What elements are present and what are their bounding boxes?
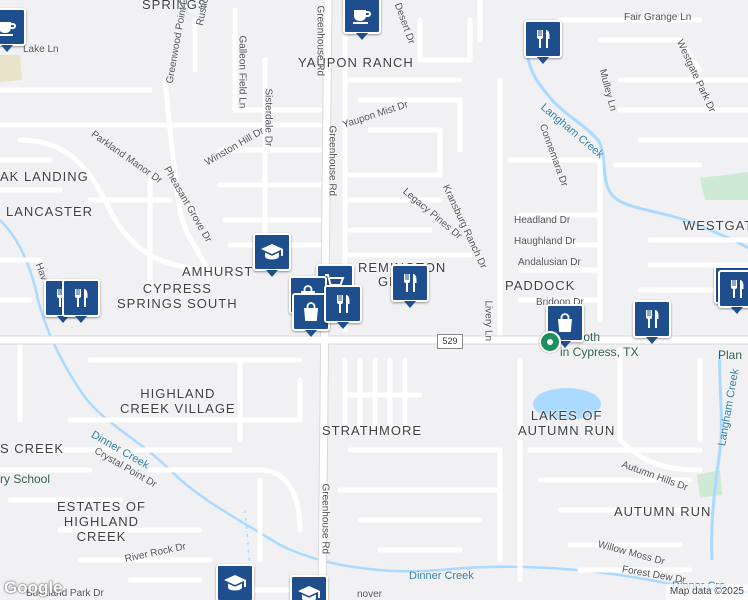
restaurant-icon <box>640 307 664 331</box>
street-label-buckland-park-dr: Buckland Park Dr <box>26 588 104 599</box>
place-label-school[interactable]: ry School <box>0 472 51 486</box>
marker-restaurant-center[interactable] <box>324 285 362 329</box>
marker-cafe-top-left[interactable] <box>0 8 26 52</box>
area-label-springs: SPRINGS <box>142 0 208 12</box>
area-label-autumn-run: AUTUMN RUN <box>614 504 712 519</box>
street-label-greenhouse-rd-mid: Greenhouse Rd <box>326 125 338 197</box>
street-label-galleon-field-ln: Galleon Field Ln <box>236 35 248 109</box>
area-label-lakes-of-autumn-run: LAKES OF AUTUMN RUN <box>518 408 616 438</box>
street-label-greenhouse-rd-bottom: Greenhouse Rd <box>319 483 331 555</box>
street-label-gordover: nover <box>357 589 383 600</box>
area-label-oak-landing: AK LANDING <box>0 169 89 184</box>
area-label-lancaster: LANCASTER <box>6 204 94 219</box>
marker-school-bottom-2[interactable] <box>290 575 328 600</box>
marker-cafe-top[interactable] <box>343 0 381 40</box>
street-label-lake-ln: Lake Ln <box>23 44 59 55</box>
marker-school-bottom[interactable] <box>216 564 254 600</box>
marker-school-amhurst[interactable] <box>253 233 291 277</box>
shopping-icon <box>553 311 577 335</box>
area-label-highland-creek-village: HIGHLAND CREEK VILLAGE <box>120 386 236 416</box>
marker-restaurant-remington[interactable] <box>391 264 429 308</box>
restaurant-icon <box>69 286 93 310</box>
street-label-bridoon-dr: Bridoon Dr <box>536 297 584 308</box>
area-label-amhurst: AMHURST <box>182 264 254 279</box>
street-label-sisterdale-dr: Sisterdale Dr <box>262 88 274 147</box>
waterway-label-dinner-creek-bottom: Dinner Creek <box>409 570 474 582</box>
school-icon <box>297 582 321 600</box>
area-label-s-creek: S CREEK <box>0 441 65 456</box>
restaurant-icon <box>725 277 748 301</box>
restaurant-icon <box>531 27 555 51</box>
restaurant-icon <box>331 292 355 316</box>
cafe-icon <box>0 15 19 39</box>
google-logo: Google <box>4 578 63 597</box>
place-label-plan[interactable]: Plan <box>718 348 743 362</box>
marker-restaurant-far-right-2[interactable] <box>718 270 748 314</box>
street-label-andalusian-dr: Andalusian Dr <box>518 257 581 268</box>
school-icon <box>260 240 284 264</box>
area-label-strathmore: STRATHMORE <box>322 423 423 438</box>
area-label-paddock: PADDOCK <box>505 278 576 293</box>
church-pin-icon[interactable] <box>539 331 561 353</box>
marker-restaurant-top-right[interactable] <box>524 20 562 64</box>
route-529-shield: 529 <box>437 334 463 349</box>
area-label-estates-of-highland-creek: ESTATES OF HIGHLAND CREEK <box>57 499 146 544</box>
restaurant-icon <box>398 271 422 295</box>
street-label-headland-dr: Headland Dr <box>514 215 571 226</box>
street-label-fair-grange-ln: Fair Grange Ln <box>624 12 692 23</box>
marker-restaurant-left-2[interactable] <box>62 279 100 323</box>
map-attribution[interactable]: Map data ©2025 <box>665 584 748 600</box>
street-label-haughland-dr: Haughland Dr <box>514 236 576 247</box>
school-icon <box>223 571 247 595</box>
street-label-livery-ln: Livery Ln <box>482 300 494 342</box>
marker-restaurant-paddock[interactable] <box>633 300 671 344</box>
street-label-greenhouse-rd-top: Greenhouse Rd <box>314 5 326 77</box>
area-label-westgate: WESTGAT <box>683 218 748 233</box>
shopping-icon <box>299 300 323 324</box>
area-label-cypress-springs-south: CYPRESS SPRINGS SOUTH <box>117 281 238 311</box>
cafe-icon <box>350 3 374 27</box>
area-label-yaupon-ranch: YAUPON RANCH <box>298 55 414 70</box>
